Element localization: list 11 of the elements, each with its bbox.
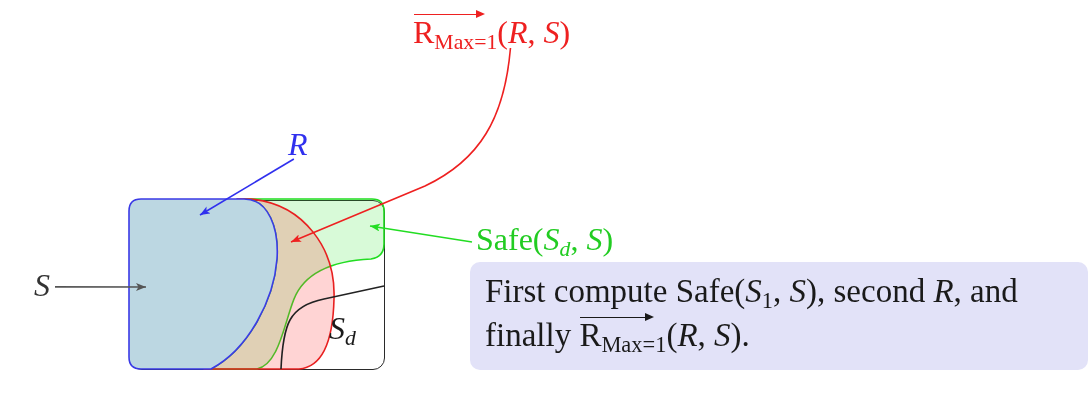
note-box (470, 262, 1088, 370)
set-label: R (288, 125, 308, 163)
outer-region (130, 200, 385, 370)
formula-label: R$_{Max=1}$(R, S) (413, 7, 571, 51)
leader-arrow (369, 223, 473, 243)
shaded-region (128, 198, 279, 371)
set-label: S (34, 266, 50, 304)
leader-arrow (54, 283, 147, 291)
leader-arrow (290, 47, 512, 243)
formula-label: Safe(S$_{d}$, S) (476, 220, 614, 258)
note-text: First compute Safe(S$_{1}$, S), second R, and finally R$_{Max=1}$(R, S). (485, 272, 1019, 357)
